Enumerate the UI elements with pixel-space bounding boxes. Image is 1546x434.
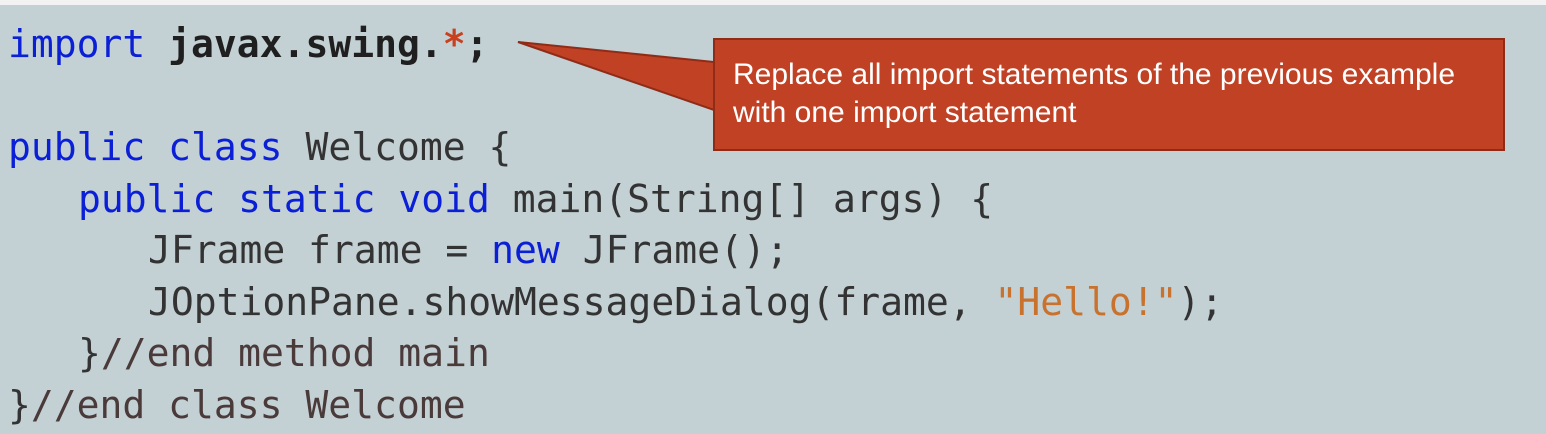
comment-end-main: //end method main [100,331,490,375]
keyword-public: public [78,176,216,221]
code-line-jframe: JFrame frame = new JFrame(); [8,225,1223,277]
package-name: javax.swing. [168,22,443,66]
keyword-public: public [8,125,146,169]
code-line-end-class: }//end class Welcome [8,380,1223,432]
dialog-call: JOptionPane.showMessageDialog(frame, [148,279,995,324]
callout-text: Replace all import statements of the pre… [733,58,1456,129]
closing-brace: } [8,382,31,427]
code-block: import javax.swing.*; public class Welcom… [8,19,1223,431]
jframe-ctor: JFrame(); [559,228,789,272]
code-line-import: import javax.swing.*; [8,19,1223,71]
code-line-dialog: JOptionPane.showMessageDialog(frame, "He… [8,277,1223,329]
closing-brace: } [78,331,101,375]
code-line-main-decl: public static void main(String[] args) { [8,174,1223,226]
keyword-static: static [238,176,376,221]
dialog-call-end: ); [1177,279,1224,324]
keyword-void: void [398,176,490,221]
keyword-import: import [8,22,146,66]
string-literal: "Hello!" [994,279,1178,324]
jframe-decl: JFrame frame = [148,228,492,272]
semicolon: ; [465,22,489,66]
space [145,22,168,66]
method-signature: main(String[] args) { [489,176,994,221]
class-name: Welcome { [282,125,512,169]
callout-box: Replace all import statements of the pre… [713,38,1505,151]
wildcard-star: * [442,22,466,66]
keyword-new: new [491,228,560,272]
code-line-class-decl: public class Welcome { [8,122,1223,174]
code-line-end-main: }//end method main [8,328,1223,380]
keyword-class: class [168,125,283,169]
comment-end-class: //end class Welcome [30,382,466,427]
